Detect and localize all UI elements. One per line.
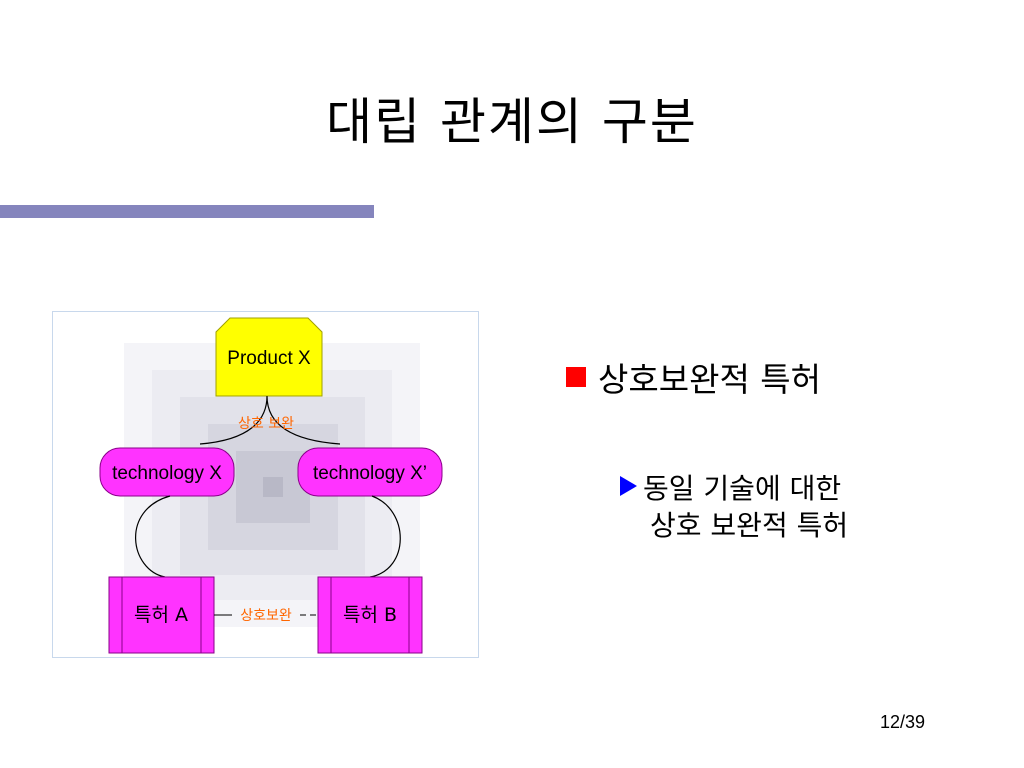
bg-square-6 bbox=[263, 477, 283, 497]
tech-right-shape bbox=[297, 447, 443, 497]
red-square-bullet-icon bbox=[566, 367, 586, 387]
title-underline-bar bbox=[0, 205, 374, 218]
blue-triangle-bullet-icon bbox=[620, 476, 637, 496]
bullet-main: 상호보완적 특허 bbox=[566, 353, 821, 401]
tech-left-shape bbox=[99, 447, 235, 497]
bullet-main-text: 상호보완적 특허 bbox=[598, 360, 822, 399]
product-shape bbox=[215, 317, 323, 397]
patent-left-shape bbox=[108, 576, 215, 654]
tech-right-label: technology X’ bbox=[313, 463, 427, 484]
slide-title: 대립 관계의 구분 bbox=[326, 93, 698, 151]
relation-bottom-label: 상호보완 bbox=[240, 608, 292, 624]
top-connector bbox=[199, 395, 341, 445]
bullet-sub-line1: 동일 기술에 대한 bbox=[643, 472, 842, 505]
patent-right-label: 특허 B bbox=[343, 604, 397, 626]
left-curve bbox=[135, 495, 171, 578]
bullet-sub: 동일 기술에 대한 상호 보완적 특허 bbox=[620, 470, 848, 544]
relation-top-label: 상호 보완 bbox=[238, 416, 294, 432]
patent-left-label: 특허 A bbox=[134, 604, 188, 626]
right-curve bbox=[369, 495, 401, 578]
patent-right-shape bbox=[317, 576, 423, 654]
tech-left-label: technology X bbox=[112, 463, 222, 484]
bullet-sub-line2: 상호 보완적 특허 bbox=[650, 509, 849, 542]
page-number: 12/39 bbox=[880, 712, 926, 732]
product-label: Product X bbox=[227, 348, 311, 369]
